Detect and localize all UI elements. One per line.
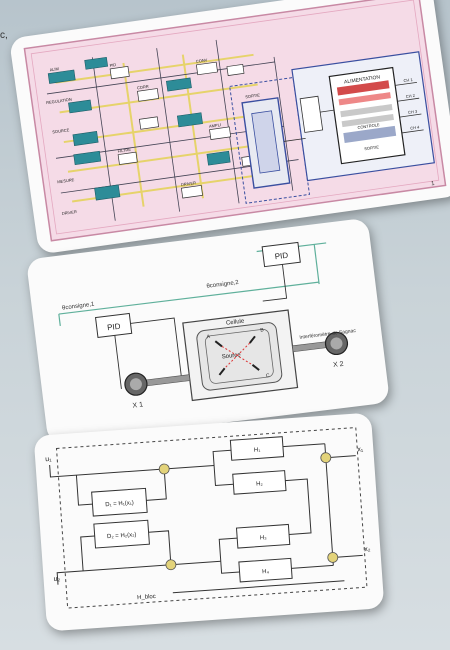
sum-junction-icon (320, 452, 332, 464)
page-number: 1 (431, 181, 436, 187)
setpoint-right-label: θconsigne,2 (206, 280, 240, 290)
channel-label: CH 3 (408, 109, 418, 115)
right-block-label: H₂ (256, 481, 264, 487)
block-label: MESURE (57, 177, 75, 184)
output-label: x₂ (364, 546, 371, 553)
left-block-label: D₂ = H₂(x₂) (107, 532, 137, 540)
chamber-title: Cellule (226, 318, 246, 326)
block-diagram-card: u₁ u₂ D₁ = H₁(x₁) D₂ = H₂(x₂) (33, 412, 385, 632)
right-block-label: H₃ (260, 535, 268, 541)
motor-left-label: X 1 (132, 401, 143, 409)
chamber-inner-label: Source (221, 352, 241, 360)
block-label: DRIVER (61, 209, 77, 216)
schematic-diagram: ALIMENTATION CONTROLE SORTIE ALIM REGULA… (23, 0, 447, 242)
block-label: AMPLI (209, 122, 222, 129)
right-block-label: H₁ (254, 447, 261, 453)
block-label: CORR (137, 84, 149, 91)
setpoint-left-label: θconsigne,1 (62, 302, 96, 312)
main-block-title: ALIMENTATION (344, 74, 381, 85)
channel-label: CH 4 (410, 124, 420, 130)
block-label: SOURCE (52, 127, 70, 134)
input-label: u₁ (45, 456, 52, 463)
pid-left-label: PID (107, 322, 122, 333)
block-label: CONV (196, 57, 208, 64)
point-label: C (266, 373, 271, 379)
main-block-label: CONTROLE (357, 122, 380, 130)
block-label: DRIVER (181, 180, 197, 187)
channel-label: CH 1 (403, 77, 413, 83)
channel-label: CH 2 (405, 93, 415, 99)
point-label: A (206, 334, 211, 340)
point-label: B (260, 327, 265, 333)
motor-left-icon (124, 372, 148, 396)
setup-card: PID PID θconsigne,1 θconsigne,2 Cellule … (25, 217, 391, 445)
pid-right-label: PID (274, 251, 289, 262)
output-label: x₁ (357, 446, 364, 453)
block-label: REGULATION (46, 97, 72, 106)
motor-right-label: X 2 (333, 361, 344, 369)
motor-right-icon (324, 331, 349, 356)
bottom-label: H_bloc (137, 594, 156, 601)
edge-text: c, (0, 30, 8, 41)
left-block-label: D₁ = H₁(x₁) (105, 500, 134, 508)
sum-junction-icon (165, 559, 177, 571)
sum-junction-icon (327, 552, 339, 563)
main-block-label: SORTIE (364, 144, 380, 151)
block-label: SORTIE (245, 92, 261, 99)
setup-diagram: PID PID θconsigne,1 θconsigne,2 Cellule … (58, 241, 357, 410)
schematic-card: ALIMENTATION CONTROLE SORTIE ALIM REGULA… (8, 0, 450, 255)
block-diagram: u₁ u₂ D₁ = H₁(x₁) D₂ = H₂(x₂) (45, 426, 371, 609)
block-label: ALIM (49, 66, 59, 72)
sum-junction-icon (158, 463, 170, 475)
block-label: PID (109, 62, 116, 68)
block-label: FILTRE (117, 147, 131, 154)
input-label: u₂ (53, 576, 60, 583)
right-block-label: H₄ (262, 569, 270, 575)
